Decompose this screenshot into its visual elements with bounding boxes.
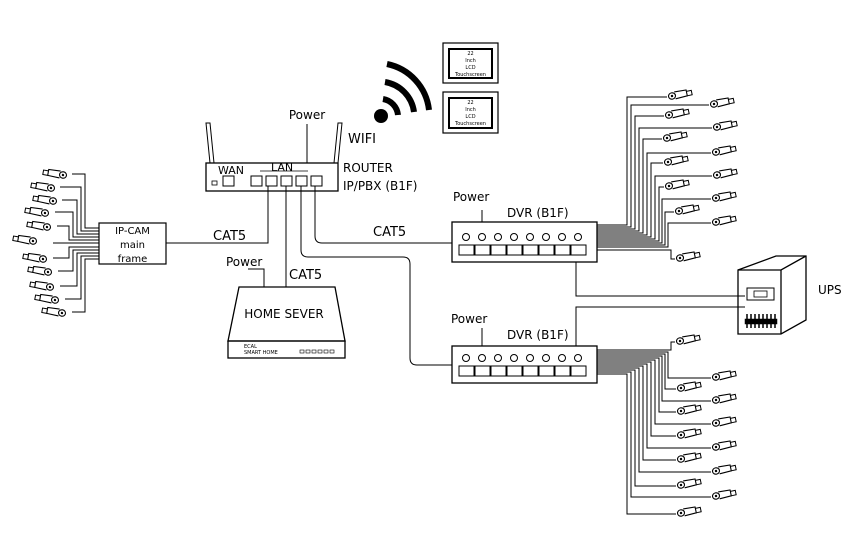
lcd-touchscreen-1: 22 Inch LCD Touchscreen: [442, 42, 499, 84]
server-name: HOME SEVER: [244, 307, 324, 321]
ups: [737, 255, 807, 335]
ipcam-line1: IP-CAM: [115, 226, 150, 237]
lcd-touchscreen-2: 22 Inch LCD Touchscreen: [442, 91, 499, 134]
ipcam-line3: frame: [118, 254, 148, 265]
router: [205, 122, 343, 192]
lcd-line2: Inch: [465, 58, 476, 64]
router-name-line2: IP/PBX (B1F): [343, 179, 417, 193]
ipcam-wires: [53, 173, 99, 313]
lcd-line2: Inch: [465, 107, 476, 113]
lcd-line4: Touchscreen: [454, 72, 486, 78]
server-power-label: Power: [226, 255, 262, 269]
cat5-dvr-label: CAT5: [373, 225, 406, 240]
dvr1-camera-wires: [597, 96, 712, 260]
wan-label: WAN: [218, 164, 244, 177]
ipcam-line2: main: [120, 240, 145, 251]
dvr-1: [451, 210, 598, 263]
lan-label: LAN: [271, 161, 293, 174]
router-power-label: Power: [289, 108, 325, 122]
dvr1-name: DVR (B1F): [507, 206, 569, 220]
lcd-line4: Touchscreen: [454, 121, 486, 127]
server-brand-line2: SMART HOME: [244, 350, 278, 356]
cat5-ipcam-label: CAT5: [213, 229, 246, 244]
home-server: [227, 268, 346, 359]
dvr2-camera-wires: [597, 341, 711, 515]
dvr2-name: DVR (B1F): [507, 328, 569, 342]
dvr1-power-label: Power: [453, 190, 489, 204]
wifi-icon: [374, 61, 432, 123]
server-brand-line1: ECAL: [244, 344, 257, 350]
cat5-cables: [166, 186, 745, 366]
ups-label: UPS: [818, 283, 842, 297]
cat5-server-label: CAT5: [289, 268, 322, 283]
lcd-line1: 22: [467, 51, 473, 57]
dvr2-power-label: Power: [451, 312, 487, 326]
dvr1-cameras: [662, 87, 738, 263]
dvr2-cameras: [675, 332, 737, 518]
router-name-line1: ROUTER: [343, 161, 393, 175]
lcd-line3: LCD: [465, 65, 475, 71]
wifi-label: WIFI: [348, 132, 376, 147]
lcd-line3: LCD: [465, 114, 475, 120]
lcd-line1: 22: [467, 100, 473, 106]
